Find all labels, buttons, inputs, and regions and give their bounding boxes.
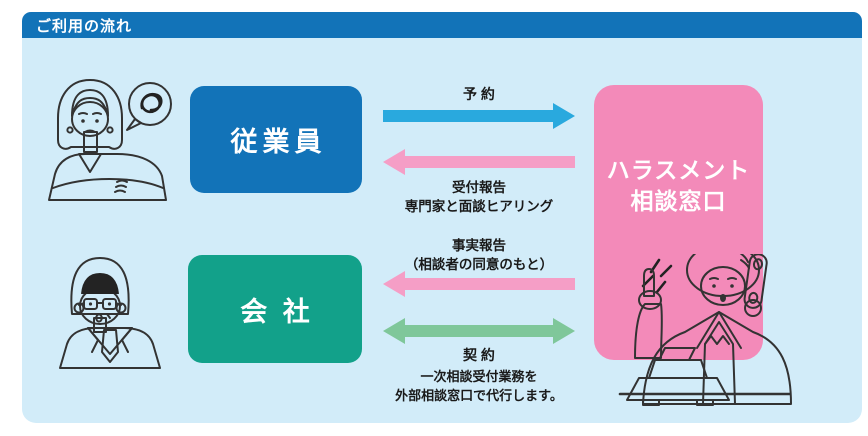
phone-handset-icon [743,254,768,309]
contract-arrow [383,318,575,344]
confusion-scribble-bubble-icon [126,82,172,131]
company-box: 会 社 [188,255,362,363]
fact-report-line1: 事実報告 [452,238,506,253]
consultation-desk-line1: ハラスメント [606,157,751,183]
fact-report-line2: （相談者の同意のもと） [404,256,554,272]
contract-note: 一次相談受付業務を 外部相談窓口で代行します。 [371,367,587,405]
emphasis-lines-icon [641,258,673,294]
fax-machine-icon [626,347,730,406]
reception-report-label: 受付報告 専門家と面談ヒアリング [371,179,587,216]
employee-box-label: 従業員 [230,127,327,157]
consultation-desk-line2: 相談窓口 [630,188,727,214]
fact-report-label: 事実報告 （相談者の同意のもと） [371,237,587,274]
glasses-icon [78,298,122,310]
fact-report-arrow [383,271,575,297]
diagram-title: ご利用の流れ [36,17,133,35]
contract-note-line2: 外部相談窓口で代行します。 [395,388,563,403]
operator-illustration [618,254,792,406]
employee-box: 従業員 [190,86,362,193]
reservation-label: 予 約 [463,86,495,102]
reception-report-line2: 専門家と面談ヒアリング [404,198,554,214]
contract-label: 契 約 [463,347,495,363]
consultation-desk-box: ハラスメント 相談窓口 [594,85,763,360]
diagram-header: ご利用の流れ [22,12,862,38]
reception-report-arrow [383,149,575,175]
consultation-desk-label: ハラスメント 相談窓口 [594,155,763,217]
employee-illustration [48,79,172,201]
contract-note-line1: 一次相談受付業務を [420,369,538,384]
reception-report-line1: 受付報告 [452,180,506,195]
company-illustration [59,257,161,369]
company-box-label: 会 社 [240,296,314,327]
reservation-arrow [383,103,575,129]
